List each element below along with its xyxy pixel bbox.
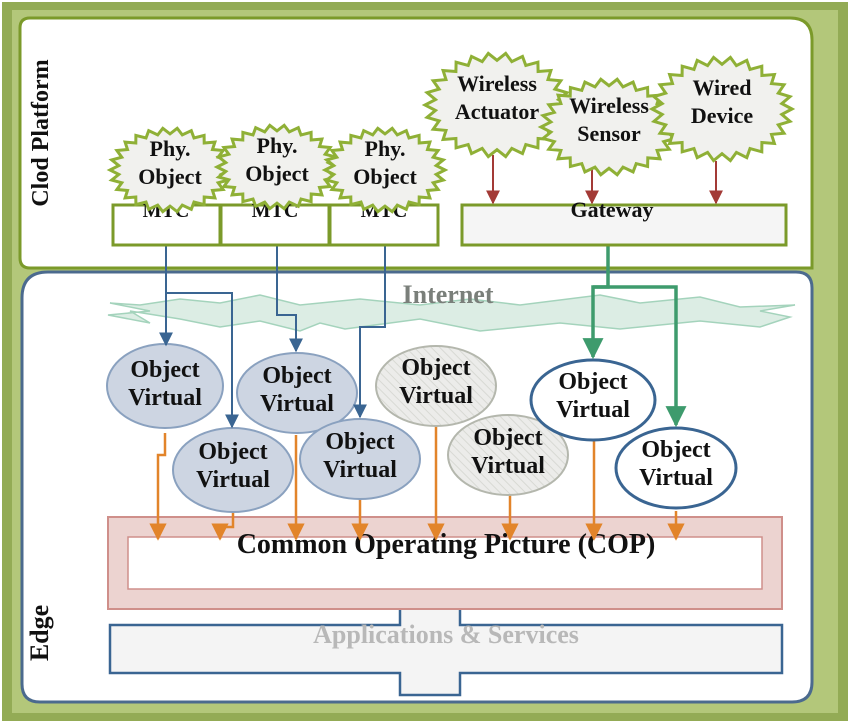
edge-region-label: Edge [25,605,54,661]
starburst-nodes: Phy.ObjectPhy.ObjectPhy.ObjectWirelessAc… [106,51,796,214]
wireless-sensor-node-line2: Sensor [577,121,641,146]
virtual-object-line2: Object [262,363,331,389]
virtual-object-line1: Virtual [471,453,545,479]
wireless-actuator-node-line1: Wireless [457,71,537,96]
virtual-object-line1: Virtual [260,391,334,417]
starburst-shape [537,77,681,177]
virtual-object: Virtual Object [375,345,497,427]
virtual-object: Virtual Object [447,414,569,496]
starburst-shape [106,126,234,214]
red-arrows [486,155,723,205]
blue-connectors [159,246,386,429]
virtual-object: Virtual Object [299,418,421,500]
starburst-shape [213,123,341,211]
applications-services-bar: Applications & Services [108,601,784,697]
virtual-object-line2: Object [198,439,267,465]
starburst-shape [648,55,796,163]
virtual-object-line2: Object [473,425,542,451]
physical-object-line1: Phy. [365,136,406,161]
virtual-objects: Virtual Object Virtual Object Virtual Ob… [106,343,738,513]
physical-object-line1: Phy. [150,136,191,161]
green-connectors [582,246,687,428]
physical-object-line2: Object [245,161,309,186]
virtual-object: Virtual Object [614,426,738,510]
cloud-region-label: Clod Platform [28,59,54,206]
blue-arrow [166,292,239,429]
orange-arrow [149,433,167,541]
virtual-object-line2: Object [130,357,199,383]
virtual-object-line1: Virtual [399,383,473,409]
applications-services-label: Applications & Services [313,620,579,649]
gateway-label: Gateway [570,197,653,222]
virtual-object-line2: Object [325,429,394,455]
green-arrow [593,285,687,428]
virtual-object-line1: Virtual [196,467,270,493]
virtual-object-line2: Object [558,369,627,395]
virtual-object-line1: Virtual [556,397,630,423]
physical-object-line2: Object [138,164,202,189]
wired-device-node-line2: Device [691,103,754,128]
physical-object: Phy. Object [213,123,341,211]
mtc-box: MTC [219,200,331,247]
virtual-object: Virtual Object [172,427,294,513]
virtual-object-line1: Virtual [323,457,397,483]
virtual-object: Virtual Object [106,343,224,429]
internet-band: Internet [107,280,796,332]
physical-object: Phy. Object [321,126,449,214]
wireless-actuator-node-line2: Actuator [455,99,540,124]
physical-object-line1: Phy. [257,133,298,158]
physical-object: Phy. Object [106,126,234,214]
internet-label: Internet [403,280,494,309]
virtual-object-line1: Virtual [128,385,202,411]
orange-flow-arrows [149,425,685,541]
blue-arrow [353,246,386,419]
virtual-object-line1: Virtual [639,465,713,491]
cop-label: Common Operating Picture (COP) [237,529,656,560]
wireless-sensor-node-line1: Wireless [569,93,649,118]
cop-box: Common Operating Picture (COP) [107,516,783,610]
wired-device-node-line1: Wired [692,75,751,100]
starburst-shape [321,126,449,214]
starburst-shape [421,51,573,159]
blue-arrow [276,246,303,353]
virtual-object-line2: Object [401,355,470,381]
virtual-object: Virtual Object [529,358,657,442]
virtual-object-line2: Object [641,437,710,463]
orange-arrow [211,509,235,541]
physical-object-line2: Object [353,164,417,189]
gateway-box: Gateway [460,197,788,247]
virtual-object: Virtual Object [236,352,358,434]
